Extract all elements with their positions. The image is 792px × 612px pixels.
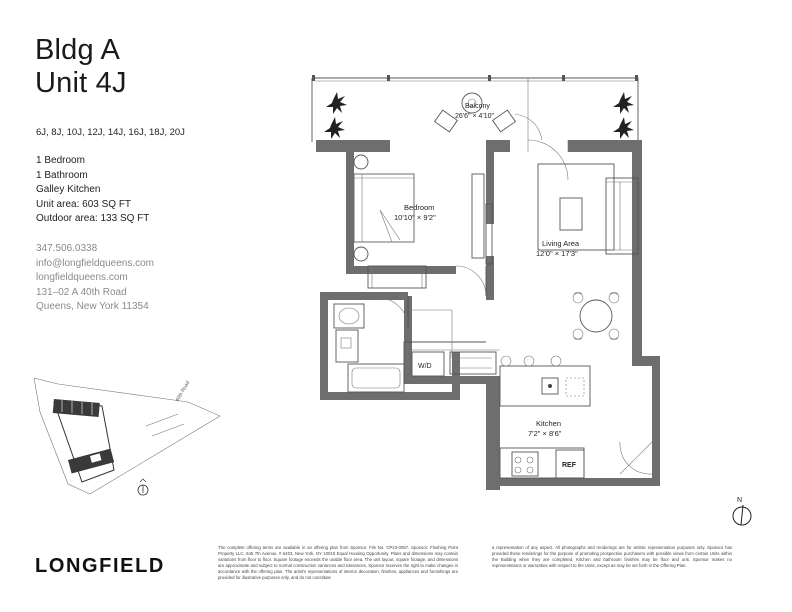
balcony-dims: 26'6" × 4'10" <box>455 113 494 120</box>
contact-info: 347.506.0338 info@longfieldqueens.com lo… <box>36 242 154 315</box>
kitchen: Kitchen 7'2" × 8'6" REF <box>499 355 591 479</box>
washer-dryer-label: W/D <box>418 363 432 370</box>
bedroom-name: Bedroom <box>404 203 434 212</box>
disclaimer-column-1: The complete offering terms are availabl… <box>218 545 458 580</box>
kitchen-name: Kitchen <box>536 419 561 428</box>
key-plan-street-label: 40th Road <box>175 380 192 403</box>
fact-kitchen: Galley Kitchen <box>36 184 101 195</box>
balcony-name: Balcony <box>465 103 490 110</box>
kitchen-dims: 7'2" × 8'6" <box>528 429 562 438</box>
contact-address-street: 131–02 A 40th Road <box>36 286 127 298</box>
fact-unit-area: Unit area: 603 SQ FT <box>36 198 132 210</box>
key-plan: 40th Road <box>33 377 221 496</box>
building-label: Bldg A <box>35 34 121 66</box>
laundry: W/D <box>411 351 497 377</box>
floor-plan: Balcony 26'6" × 4'10" <box>311 75 660 490</box>
living-dims: 12'0" × 17'3" <box>536 249 578 258</box>
unit-title: Bldg A Unit 4J <box>35 34 127 100</box>
fact-bedrooms: 1 Bedroom <box>36 155 85 166</box>
doors <box>379 139 653 475</box>
bedroom: Bedroom 10'10" × 9'2" <box>353 154 493 289</box>
unit-label: Unit 4J <box>35 67 127 99</box>
balcony: Balcony 26'6" × 4'10" <box>311 75 639 142</box>
plant-icon <box>324 92 634 139</box>
bathroom <box>333 303 453 393</box>
walls <box>316 140 660 490</box>
unit-facts: 1 Bedroom 1 Bathroom Galley Kitchen Unit… <box>36 154 149 227</box>
compass-north-icon: N <box>732 497 752 526</box>
compass-north-label: N <box>737 497 742 504</box>
longfield-logo: LONGFIELD <box>35 555 165 577</box>
contact-address-city: Queens, New York 11354 <box>36 301 149 312</box>
key-plan-site-outline <box>33 377 221 495</box>
unit-lines: 6J, 8J, 10J, 12J, 14J, 16J, 18J, 20J <box>36 127 185 138</box>
key-plan-building <box>52 399 115 483</box>
living-name: Living Area <box>542 239 580 248</box>
living-area: Living Area 12'0" × 17'3" <box>536 163 639 340</box>
contact-website[interactable]: longfieldqueens.com <box>36 272 128 283</box>
contact-email[interactable]: info@longfieldqueens.com <box>36 257 155 269</box>
key-plan-north-icon <box>137 478 149 496</box>
fact-outdoor-area: Outdoor area: 133 SQ FT <box>36 213 150 224</box>
disclaimer-column-2: a representation of any aspect. All phot… <box>492 545 732 568</box>
contact-phone[interactable]: 347.506.0338 <box>36 243 98 254</box>
bedroom-dims: 10'10" × 9'2" <box>394 213 436 222</box>
fact-bathrooms: 1 Bathroom <box>36 169 88 181</box>
refrigerator-label: REF <box>562 462 577 469</box>
